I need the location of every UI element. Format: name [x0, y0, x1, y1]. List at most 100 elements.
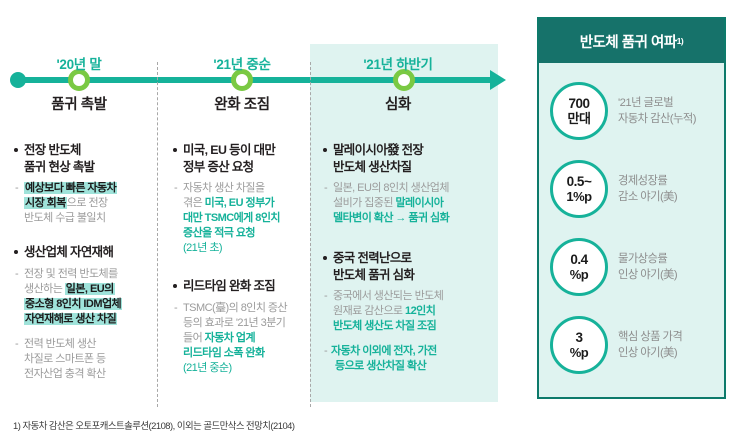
bullet-heading-line2: 정부 증산 요청 [183, 159, 254, 174]
impact-row: 0.4 %p 물가상승률 인상 야기(美) [539, 228, 724, 306]
impact-description-line2: 인상 야기(美) [618, 347, 678, 359]
impact-value-line1: 700 [568, 96, 590, 111]
emphasis-text: 미국, EU 정부가 [204, 197, 275, 209]
bullet-heading-line2: 반도체 생산차질 [333, 159, 412, 174]
phase-3-bullets: 말레이시아發 전장 반도체 생산차질 일본, EU의 8인치 생산업체 설비가 … [318, 142, 496, 385]
bullet-heading-line1: 생산업체 자연재해 [24, 245, 114, 259]
impact-row: 700 만대 '21년 글로벌 자동차 감산(누적) [539, 72, 724, 150]
bullet-heading: 전장 반도체 품귀 현상 촉발 [13, 142, 165, 175]
phase-2-date: '21년 중순 [213, 57, 271, 72]
bullet-heading-line1: 미국, EU 등이 대만 [183, 143, 276, 157]
impact-value-line1: 0.5~ [566, 174, 592, 189]
emphasis-text: 반도체 생산도 차질 조짐 [333, 320, 437, 332]
phase-3-date: '21년 하반기 [363, 57, 433, 72]
timeline-node-phase-3 [393, 69, 415, 91]
highlight-text: 시장 회복 [24, 197, 67, 209]
timeline-infographic: '20년 말 품귀 촉발 전장 반도체 품귀 현상 촉발 예상보다 빠른 자동차… [0, 0, 520, 438]
subitem-text: 전장 및 전력 반도체를 [24, 267, 118, 280]
impact-value-line1: 3 [575, 330, 583, 345]
footnote: 1) 자동차 감산은 오토포캐스트솔루션(2108), 이외는 골드만삭스 전망… [13, 420, 295, 431]
subitem-text: 일본, EU의 8인치 생산업체 [333, 182, 449, 194]
phase-3-title: 심화 [385, 97, 411, 113]
impact-title-footnote-marker: 1) [676, 36, 684, 46]
impact-description-line2: 인상 야기(美) [618, 269, 678, 281]
bullet-heading-line1: 리드타임 완화 조짐 [183, 279, 276, 293]
impact-row: 0.5~ 1%p 경제성장률 감소 야기(美) [539, 150, 724, 228]
phase-1-bullets: 전장 반도체 품귀 현상 촉발 예상보다 빠른 자동차 시장 회복으로 전장 반… [3, 142, 173, 393]
emphasis-text: 리드타임 소폭 완화 [183, 346, 265, 359]
impact-description-line2: 감소 야기(美) [618, 191, 678, 203]
impact-value-circle: 0.5~ 1%p [550, 160, 608, 218]
subitem-text: TSMC(臺)의 8인치 증산 [183, 301, 288, 314]
bullet-heading: 중국 전력난으로 반도체 품귀 심화 [322, 250, 494, 283]
bullet-heading: 생산업체 자연재해 [13, 244, 165, 261]
column-divider-1 [157, 62, 158, 407]
timeline-node-phase-1 [68, 69, 90, 91]
phase-1-date: '20년 말 [56, 57, 102, 72]
bullet-heading-line2: 반도체 품귀 심화 [333, 267, 415, 282]
bullet-group: 생산업체 자연재해 전장 및 전력 반도체를 생산하는 일본, EU의 중소형 … [13, 244, 165, 382]
bullet-group: 리드타임 완화 조짐 TSMC(臺)의 8인치 증산 등의 효과로 '21년 3… [172, 278, 324, 376]
impact-panel-title: 반도체 품귀 여파 [579, 34, 677, 51]
bullet-subitem: 전장 및 전력 반도체를 생산하는 일본, EU의 중소형 8인치 IDM업체 … [13, 267, 165, 327]
subitem-text: 으로 전장 [66, 197, 108, 209]
subitem-text: 반도체 수급 불일치 [24, 212, 106, 224]
impact-description-line1: 경제성장률 [618, 175, 668, 187]
subitem-text: 자동차 생산 차질을 [183, 182, 265, 194]
impact-row: 3 %p 핵심 상품 가격 인상 야기(美) [539, 306, 724, 384]
subitem-text: 생산하는 [24, 282, 65, 295]
bullet-group: 말레이시아發 전장 반도체 생산차질 일본, EU의 8인치 생산업체 설비가 … [322, 142, 494, 226]
subitem-text: 전력 반도체 생산 [24, 337, 97, 350]
timeline-arrow-icon [490, 70, 506, 90]
impact-value-line2: 만대 [567, 111, 591, 126]
impact-description-line1: '21년 글로벌 [618, 97, 674, 109]
bullet-heading-line1: 중국 전력난으로 [333, 251, 412, 265]
impact-description: 물가상승률 인상 야기(美) [618, 251, 678, 283]
bullet-group: 전장 반도체 품귀 현상 촉발 예상보다 빠른 자동차 시장 회복으로 전장 반… [13, 142, 165, 226]
impact-list: 700 만대 '21년 글로벌 자동차 감산(누적) 0.5~ 1%p 경제성장… [539, 63, 724, 384]
highlight-text: 중소형 8인치 IDM업체 [24, 297, 123, 310]
bullet-subitem: TSMC(臺)의 8인치 증산 등의 효과로 '21년 3분기 들어 자동차 업… [172, 301, 324, 376]
impact-value-line2: %p [569, 345, 589, 360]
subitem-text: 등의 효과로 '21년 3분기 [183, 316, 286, 329]
impact-description-line1: 물가상승률 [618, 253, 668, 265]
impact-description-line2: 자동차 감산(누적) [618, 113, 696, 125]
subitem-text: 겪은 [183, 197, 205, 209]
bullet-subitem: 일본, EU의 8인치 생산업체 설비가 집중된 말레이시아 델타변이 확산 →… [322, 181, 494, 226]
emphasis-text: 델타변이 확산 → 품귀 심화 [333, 212, 450, 224]
bullet-heading-line1: 말레이시아發 전장 [333, 143, 424, 157]
highlight-text: 예상보다 빠른 자동차 [24, 182, 118, 194]
bullet-subitem: 중국에서 생산되는 반도체 원재료 감산으로 12인치 반도체 생산도 차질 조… [322, 289, 494, 334]
bullet-group: 중국 전력난으로 반도체 품귀 심화 중국에서 생산되는 반도체 원재료 감산으… [322, 250, 494, 374]
phase-2-title: 완화 조짐 [214, 97, 270, 113]
bullet-subitem: 예상보다 빠른 자동차 시장 회복으로 전장 반도체 수급 불일치 [13, 181, 165, 226]
impact-description: 경제성장률 감소 야기(美) [618, 173, 678, 205]
timeline-bar [14, 77, 496, 83]
subitem-date: (21년 초) [183, 242, 223, 254]
impact-description-line1: 핵심 상품 가격 [618, 331, 683, 343]
bullet-heading-line1: 전장 반도체 [24, 143, 81, 157]
timeline-node-phase-2 [231, 69, 253, 91]
bullet-heading: 미국, EU 등이 대만 정부 증산 요청 [172, 142, 324, 175]
emphasis-text: 등으로 생산차질 확산 [335, 360, 427, 372]
impact-description: 핵심 상품 가격 인상 야기(美) [618, 329, 683, 361]
bullet-heading: 리드타임 완화 조짐 [172, 278, 324, 295]
phase-1-title: 품귀 촉발 [51, 97, 107, 113]
subitem-date: (21년 중순) [183, 361, 232, 374]
bullet-subitem: 자동차 이외에 전자, 가전 등으로 생산차질 확산 [322, 344, 494, 374]
highlight-text: 자연재해로 생산 차질 [24, 312, 118, 325]
impact-value-circle: 3 %p [550, 316, 608, 374]
emphasis-text: 말레이시아 [395, 197, 444, 209]
bullet-heading: 말레이시아發 전장 반도체 생산차질 [322, 142, 494, 175]
subitem-text: 들어 [183, 331, 205, 344]
impact-value-line1: 0.4 [570, 252, 588, 267]
highlight-text: 일본, EU의 [64, 282, 115, 295]
impact-value-line2: %p [569, 267, 589, 282]
bullet-heading-line2: 품귀 현상 촉발 [24, 159, 95, 174]
bullet-group: 미국, EU 등이 대만 정부 증산 요청 자동차 생산 차질을 겪은 미국, … [172, 142, 324, 256]
bullet-subitem: 자동차 생산 차질을 겪은 미국, EU 정부가 대만 TSMC에게 8인치 증… [172, 181, 324, 256]
phase-2-bullets: 미국, EU 등이 대만 정부 증산 요청 자동차 생산 차질을 겪은 미국, … [166, 142, 328, 387]
emphasis-text: 자동차 이외에 전자, 가전 [331, 345, 437, 357]
